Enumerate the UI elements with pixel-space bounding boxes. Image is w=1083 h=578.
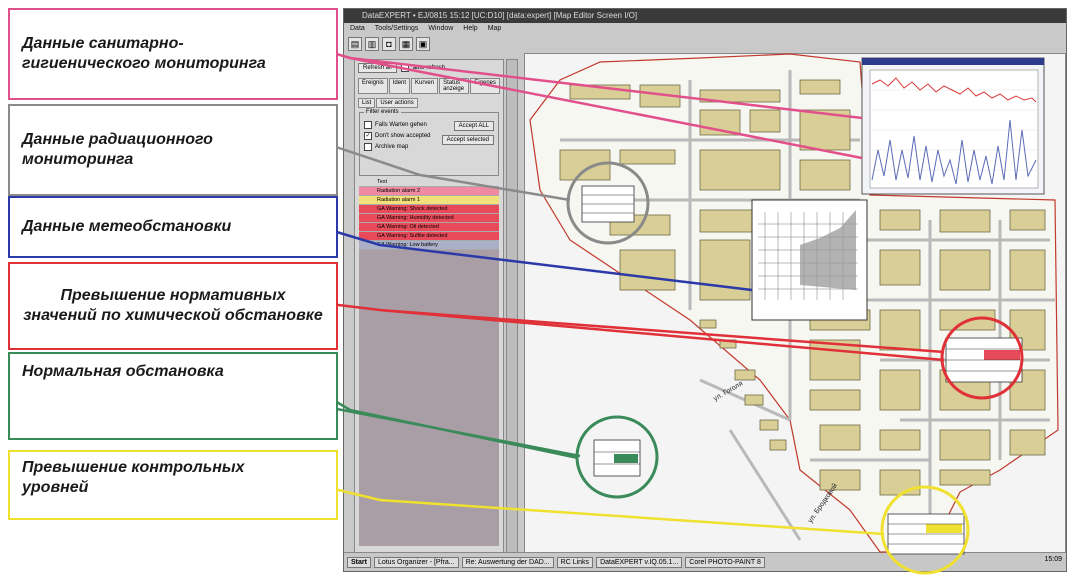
- menu-tools[interactable]: Tools/Settings: [374, 25, 419, 32]
- alarm-row[interactable]: GA Warning: Shock detected: [359, 205, 499, 214]
- window-icon[interactable]: ▣: [416, 37, 430, 51]
- event-panel: Refresh all auto-refresh Ereignis Ident …: [354, 59, 504, 553]
- print-icon[interactable]: ▥: [365, 37, 379, 51]
- connector-sanitary-2: [349, 56, 863, 120]
- radiation-circle: [566, 161, 650, 245]
- taskbar-item[interactable]: Re: Auswertung der DAD...: [461, 556, 554, 568]
- checkbox[interactable]: [364, 143, 372, 151]
- info-box-chemical: [945, 337, 1023, 383]
- callout-chemical: Превышение нормативных значений по химич…: [8, 262, 338, 350]
- menu-bar: Data Tools/Settings Window Help Map: [344, 23, 1066, 35]
- filter-option[interactable]: Archive map: [364, 143, 498, 151]
- taskbar: Start Lotus Organizer - [Pfra... Re: Aus…: [344, 552, 1066, 571]
- callout-meteo-text: Данные метеобстановки: [22, 218, 232, 235]
- chemical-circle: [940, 316, 1024, 400]
- menu-help[interactable]: Help: [463, 25, 478, 32]
- accept-all-button[interactable]: Accept ALL: [453, 121, 494, 131]
- menu-map[interactable]: Map: [487, 25, 502, 32]
- filter-group: Filter events Falls Warten gehen ✓ Don't…: [359, 109, 499, 176]
- alarm-row[interactable]: Radiation alarm 1: [359, 196, 499, 205]
- alarm-row[interactable]: GA Warning: Humidity detected: [359, 214, 499, 223]
- info-box-control: [887, 513, 965, 555]
- graph-icon[interactable]: ▦: [399, 37, 413, 51]
- alarm-row[interactable]: Text: [359, 178, 499, 187]
- callout-normal: Нормальная обстановка: [8, 352, 338, 440]
- callout-meteo: Данные метеобстановки: [8, 196, 338, 258]
- filter-legend: Filter events: [364, 109, 401, 115]
- chart-line-red: [871, 77, 1037, 103]
- info-box-normal: [593, 439, 641, 477]
- save-icon[interactable]: ▤: [348, 37, 362, 51]
- filter-option[interactable]: ✓ Don't show accepted: [364, 132, 498, 140]
- taskbar-item[interactable]: RC Links: [556, 556, 594, 568]
- info-box-radiation: [581, 185, 635, 223]
- menu-data[interactable]: Data: [350, 25, 365, 32]
- meteo-chart: [751, 199, 868, 321]
- alarm-row[interactable]: Radiation alarm 2: [359, 187, 499, 196]
- callout-sanitary-text: Данные санитарно- гигиенического монитор…: [22, 35, 266, 72]
- connector-control: [329, 486, 885, 536]
- connector-radiation: [329, 143, 571, 202]
- start-button[interactable]: Start: [347, 556, 371, 568]
- filter-option-label: Falls Warten gehen: [375, 122, 427, 128]
- tab-kurven[interactable]: Kurven: [411, 78, 439, 94]
- lock-icon[interactable]: ◘: [382, 37, 396, 51]
- tab-ident[interactable]: Ident: [388, 78, 411, 94]
- filter-option-label: Don't show accepted: [375, 133, 431, 139]
- clock: 15:09: [1044, 556, 1062, 563]
- alarm-row[interactable]: GA Warning: Low battery: [359, 241, 499, 250]
- callout-radiation-text: Данные радиационного мониторинга: [22, 131, 213, 168]
- callout-control: Превышение контрольных уровней: [8, 450, 338, 520]
- tab-ereignis[interactable]: Ereignis: [358, 78, 388, 94]
- filter-option[interactable]: Falls Warten gehen: [364, 121, 498, 129]
- callout-chemical-text: Превышение нормативных значений по химич…: [23, 287, 323, 324]
- chart-line-blue: [871, 119, 1037, 185]
- checkbox-checked[interactable]: ✓: [364, 132, 372, 140]
- callout-radiation: Данные радиационного мониторинга: [8, 104, 338, 196]
- filter-option-label: Archive map: [375, 144, 409, 150]
- alarm-row[interactable]: GA Warning: Oil detected: [359, 223, 499, 232]
- sanitary-chart-panel: [861, 57, 1045, 195]
- subtab-user-actions[interactable]: User actions: [376, 98, 418, 108]
- window-title: DataEXPERT • EJ/0815 15:12 [UC:D10] [dat…: [344, 9, 1066, 23]
- taskbar-item[interactable]: DataEXPERT v.IQ.05.1...: [596, 556, 683, 568]
- connector-meteo: [329, 228, 753, 292]
- alarm-row[interactable]: GA Warning: Sulfite detected: [359, 232, 499, 241]
- taskbar-item[interactable]: Corel PHOTO-PAINT 8: [685, 556, 765, 568]
- event-list-pane: [359, 250, 499, 546]
- callout-sanitary: Данные санитарно- гигиенического монитор…: [8, 8, 338, 100]
- taskbar-item[interactable]: Lotus Organizer - [Pfra...: [373, 556, 459, 568]
- control-circle: [880, 485, 970, 575]
- callout-normal-text: Нормальная обстановка: [22, 363, 224, 380]
- menu-window[interactable]: Window: [428, 25, 454, 32]
- callout-control-text: Превышение контрольных уровней: [22, 459, 245, 496]
- checkbox[interactable]: [364, 121, 372, 129]
- subtab-list[interactable]: List: [358, 98, 376, 108]
- connector-chemical-2: [379, 308, 945, 362]
- toolbar: ▤ ▥ ◘ ▦ ▣: [344, 35, 1066, 55]
- meteo-area: [800, 210, 856, 290]
- panel-subtabs: List User actions: [355, 96, 503, 110]
- accept-selected-button[interactable]: Accept selected: [441, 135, 494, 145]
